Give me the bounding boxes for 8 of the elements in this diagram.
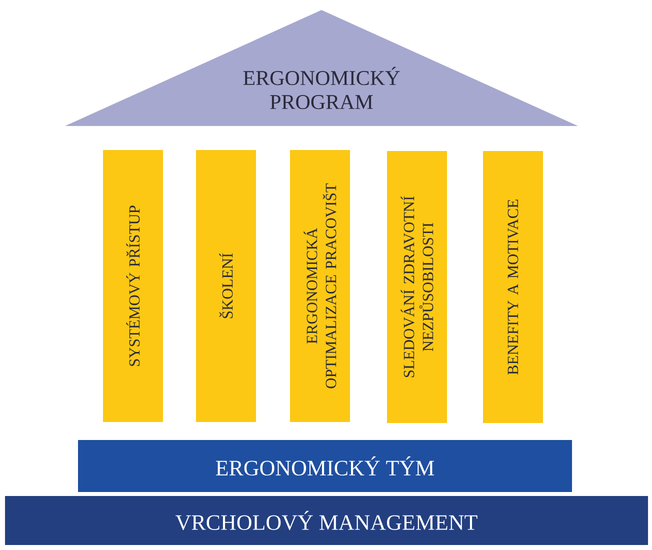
pillar-box: BENEFITY A MOTIVACE <box>483 151 543 423</box>
team-bar: ERGONOMICKÝ TÝM <box>78 440 572 492</box>
pillar-box: ERGONOMICKÁ OPTIMALIZACE PRACOVIŠT <box>290 150 350 422</box>
pillar-box: SLEDOVÁNÍ ZDRAVOTNÍ NEZPŮSOBILOSTI <box>387 151 447 423</box>
roof-triangle: ERGONOMICKÝ PROGRAM <box>65 10 578 126</box>
foundation-bar: VRCHOLOVÝ MANAGEMENT <box>5 496 648 545</box>
pillar-box: SYSTÉMOVÝ PŘÍSTUP <box>103 150 163 422</box>
pillar-box: ŠKOLENÍ <box>196 150 256 422</box>
